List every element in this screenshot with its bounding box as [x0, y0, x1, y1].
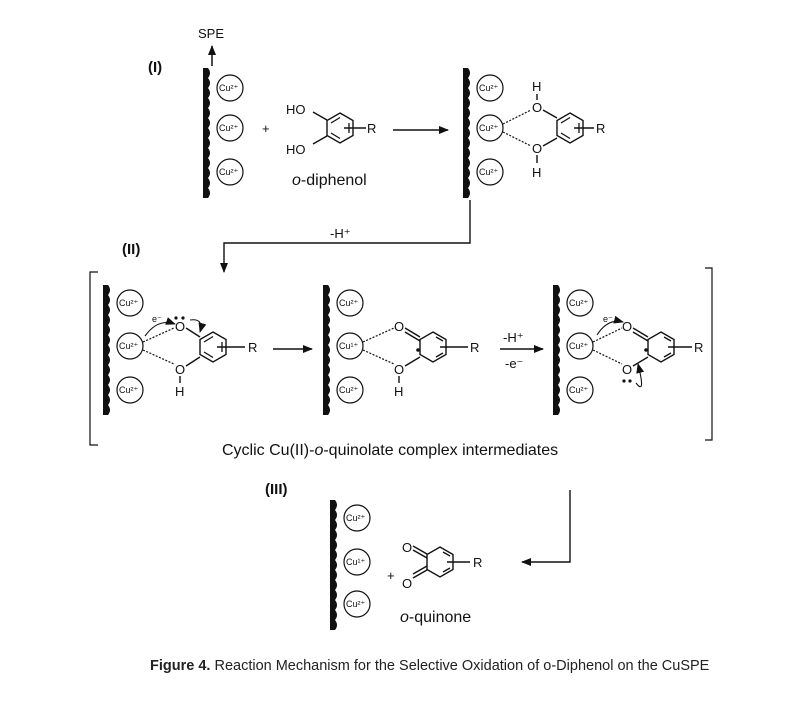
o-quinone-structure: O O R o-quinone: [400, 540, 482, 626]
hydrogen-label: H: [532, 165, 541, 180]
cu2-label: Cu²⁺: [219, 123, 239, 133]
oxygen-label: O: [175, 362, 185, 377]
o-quinone-label: o-quinone: [400, 609, 471, 626]
cu2-label: Cu²⁺: [119, 298, 139, 308]
complex-intermediates-label: Cyclic Cu(II)-o-quinolate complex interm…: [222, 442, 558, 459]
left-bracket: [89, 271, 98, 446]
cu2-label: Cu²⁺: [479, 123, 499, 133]
reaction-arrow-3: -H⁺ -e⁻: [500, 330, 544, 371]
oxygen-label: O: [622, 319, 632, 334]
stage-label-3: (III): [265, 481, 288, 498]
oxygen-label: O: [622, 362, 632, 377]
connector-arrow-2-3: [521, 490, 571, 566]
cu2-label: Cu²⁺: [339, 298, 359, 308]
intermediate-c: Cu²⁺ Cu²⁺ Cu²⁺ e⁻ O O R: [553, 285, 703, 415]
oxygen-label: O: [402, 540, 412, 555]
cu1-label: Cu¹⁺: [339, 341, 359, 351]
hydrogen-label: H: [175, 384, 184, 399]
cu2-label: Cu²⁺: [119, 341, 139, 351]
oxygen-label: O: [532, 100, 542, 115]
o-diphenol-label: o-diphenol: [292, 172, 367, 189]
figure-caption: Figure 4. Reaction Mechanism for the Sel…: [150, 658, 790, 674]
r-group-label: R: [248, 340, 257, 355]
stage-label-2: (II): [122, 241, 140, 258]
figure-caption-text: Reaction Mechanism for the Selective Oxi…: [210, 658, 710, 674]
plus-sign: +: [262, 121, 270, 136]
cu2-label: Cu²⁺: [346, 513, 366, 523]
plus-sign: +: [387, 568, 395, 583]
cu2-label: Cu²⁺: [219, 167, 239, 177]
cu2-label: Cu²⁺: [479, 167, 499, 177]
r-group-label: R: [596, 121, 605, 136]
cu2-label: Cu²⁺: [119, 385, 139, 395]
oxygen-label: O: [532, 141, 542, 156]
intermediate-b: Cu²⁺ Cu¹⁺ Cu²⁺ O O H R: [323, 285, 479, 415]
hydrogen-label: H: [532, 79, 541, 94]
r-group-label: R: [367, 121, 376, 136]
cu2-label: Cu²⁺: [219, 83, 239, 93]
right-bracket: [705, 267, 713, 441]
o-diphenol-structure: HO HO R o-diphenol: [286, 102, 376, 189]
cu2-label: Cu²⁺: [569, 385, 589, 395]
oxygen-label: O: [394, 362, 404, 377]
oxygen-label: O: [394, 319, 404, 334]
stage-label-1: (I): [148, 59, 162, 76]
cu1-label: Cu¹⁺: [346, 557, 366, 567]
r-group-label: R: [694, 340, 703, 355]
figure-label: Figure 4.: [150, 658, 211, 674]
cu2-label: Cu²⁺: [479, 83, 499, 93]
hydrogen-label: H: [394, 384, 403, 399]
cu2-label: Cu²⁺: [346, 599, 366, 609]
electron-label: e⁻: [603, 314, 613, 324]
cu2-label: Cu²⁺: [339, 385, 359, 395]
r-group-label: R: [473, 555, 482, 570]
electron-label: e⁻: [152, 314, 162, 324]
ho-label: HO: [286, 102, 306, 117]
connector-arrow-1-2: [220, 200, 471, 273]
electrode-stage3: Cu²⁺ Cu¹⁺ Cu²⁺: [330, 500, 371, 630]
cu2-label: Cu²⁺: [569, 341, 589, 351]
cu2-label: Cu²⁺: [569, 298, 589, 308]
intermediate-a: Cu²⁺ Cu²⁺ Cu²⁺ O e⁻ O H R: [103, 285, 257, 415]
ho-label: HO: [286, 142, 306, 157]
minus-e-label: -e⁻: [505, 356, 523, 371]
minus-h-plus-label-1: -H⁺: [330, 226, 351, 241]
minus-h-plus-label-2: -H⁺: [503, 330, 524, 345]
oxygen-label: O: [175, 319, 185, 334]
electrode-stage1-complex: Cu²⁺ Cu²⁺ Cu²⁺ O O H H R: [463, 68, 605, 198]
electrode-stage1: SPE Cu²⁺ Cu²⁺ Cu²⁺: [198, 26, 244, 198]
spe-label: SPE: [198, 26, 224, 41]
r-group-label: R: [470, 340, 479, 355]
oxygen-label: O: [402, 576, 412, 591]
